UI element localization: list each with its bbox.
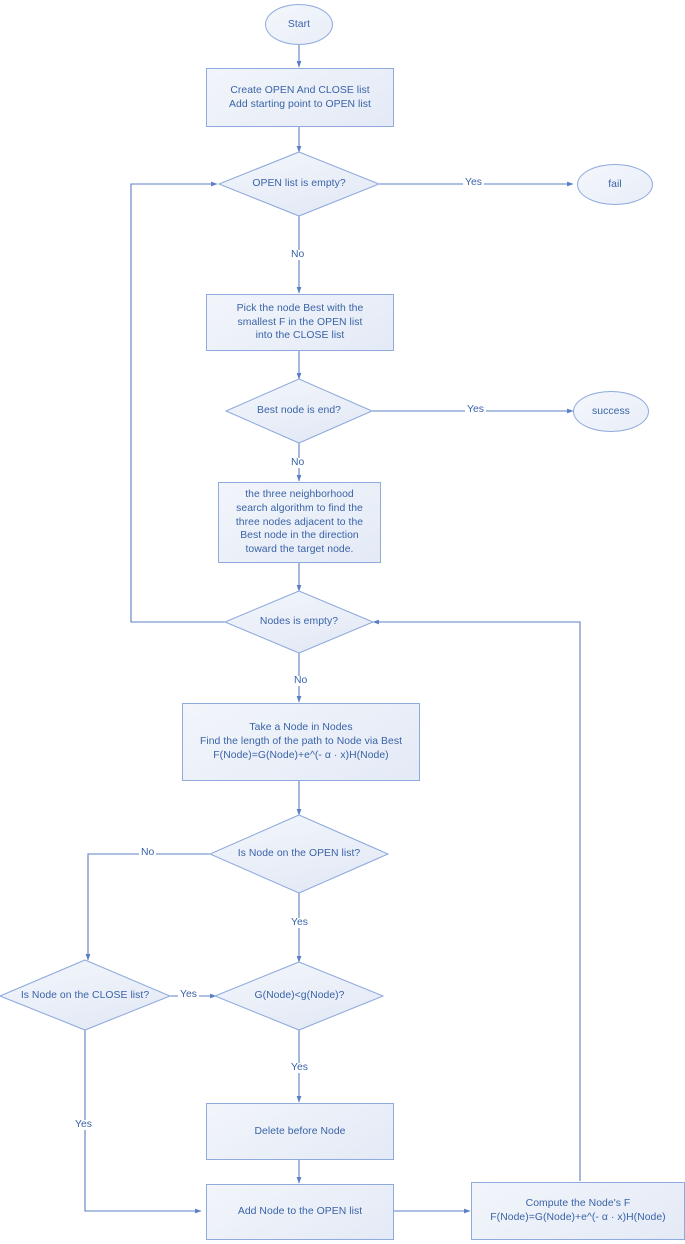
node-fail-label: fail xyxy=(608,178,622,190)
node-start-label: Start xyxy=(287,18,311,30)
node-is-node-on-open[interactable]: Is Node on the OPEN list? xyxy=(210,840,388,868)
decision-shape-node-on-open xyxy=(208,814,390,894)
node-g-compare-label: G(Node)<g(Node)? xyxy=(254,990,345,1002)
node-pick-best[interactable]: Pick the node Best with the smallest F i… xyxy=(206,294,394,351)
node-three-neighborhood-label: the three neighborhood search algorithm … xyxy=(235,489,364,556)
node-delete-before[interactable]: Delete before Node xyxy=(206,1103,394,1160)
node-best-is-end[interactable]: Best node is end? xyxy=(226,397,372,425)
node-success[interactable]: success xyxy=(573,391,649,432)
node-create-lists[interactable]: Create OPEN And CLOSE list Add starting … xyxy=(206,68,394,127)
edge-label-openempty-yes: Yes xyxy=(463,177,484,189)
node-compute-f[interactable]: Compute the Node's F F(Node)=G(Node)+e^(… xyxy=(471,1182,685,1240)
edge-label-nodeonopen-yes: Yes xyxy=(289,917,310,929)
node-open-list-empty-label: OPEN list is empty? xyxy=(252,178,346,190)
node-start[interactable]: Start xyxy=(265,4,333,45)
node-take-node-label: Take a Node in Nodes Find the length of … xyxy=(199,722,403,761)
edge-label-gcompare-yes: Yes xyxy=(289,1062,310,1074)
node-success-label: success xyxy=(592,405,630,417)
decision-shape-best-is-end xyxy=(224,378,374,444)
edge-label-nodeonclose-yes-right: Yes xyxy=(178,989,199,1001)
edge-label-nodeonopen-no: No xyxy=(139,847,157,859)
node-add-node-open[interactable]: Add Node to the OPEN list xyxy=(206,1184,394,1240)
node-compute-f-label: Compute the Node's F F(Node)=G(Node)+e^(… xyxy=(490,1198,666,1223)
node-is-node-on-close[interactable]: Is Node on the CLOSE list? xyxy=(0,982,170,1010)
node-open-list-empty[interactable]: OPEN list is empty? xyxy=(219,170,379,198)
edge-label-bestend-no: No xyxy=(289,457,307,469)
edge-nodeonclose-yes-addnode xyxy=(84,1030,202,1214)
edge-label-openempty-no: No xyxy=(289,249,307,261)
node-is-node-on-close-label: Is Node on the CLOSE list? xyxy=(20,990,150,1002)
node-pick-best-label: Pick the node Best with the smallest F i… xyxy=(236,302,364,342)
edge-nodesempty-yes-openempty xyxy=(130,181,228,623)
node-is-node-on-open-label: Is Node on the OPEN list? xyxy=(237,848,361,860)
edge-label-bestend-yes: Yes xyxy=(465,404,486,416)
edge-label-nodeonclose-yes-down: Yes xyxy=(73,1119,94,1131)
decision-shape-g-compare xyxy=(213,961,385,1031)
node-fail[interactable]: fail xyxy=(577,164,653,205)
decision-shape-open-empty xyxy=(217,151,381,217)
node-delete-before-label: Delete before Node xyxy=(254,1125,346,1137)
edge-nodeonopen-no-nodeonclose xyxy=(85,853,210,961)
node-add-node-open-label: Add Node to the OPEN list xyxy=(237,1206,363,1218)
decision-shape-node-on-close xyxy=(0,959,172,1031)
node-best-is-end-label: Best node is end? xyxy=(256,405,342,417)
node-nodes-empty[interactable]: Nodes is empty? xyxy=(225,608,373,636)
node-create-lists-label: Create OPEN And CLOSE list Add starting … xyxy=(229,84,371,110)
node-g-compare[interactable]: G(Node)<g(Node)? xyxy=(216,982,383,1010)
edge-computef-to-nodesempty xyxy=(372,619,581,1181)
edge-label-nodesempty-no: No xyxy=(292,675,310,687)
node-three-neighborhood[interactable]: the three neighborhood search algorithm … xyxy=(218,482,381,563)
node-nodes-empty-label: Nodes is empty? xyxy=(259,616,339,628)
decision-shape-nodes-empty xyxy=(223,590,375,654)
node-take-node[interactable]: Take a Node in Nodes Find the length of … xyxy=(182,703,420,781)
